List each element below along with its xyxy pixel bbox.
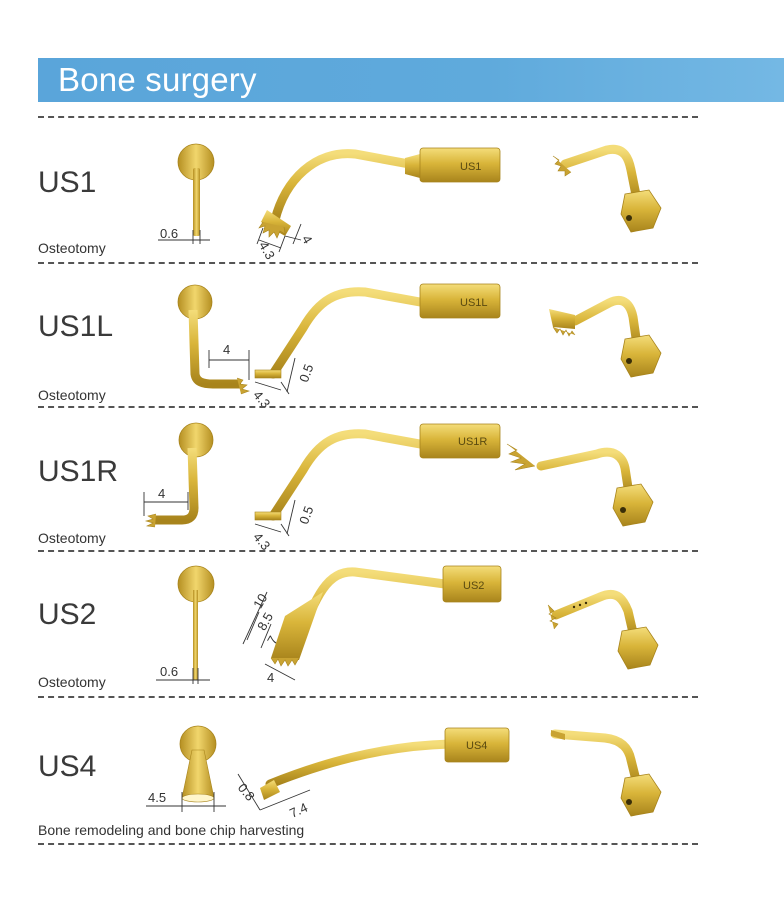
divider <box>38 262 698 264</box>
row-code-us4: US4 <box>38 750 97 783</box>
divider <box>38 406 698 408</box>
page-title: Bone surgery <box>58 61 257 98</box>
dimension-label: 4 <box>223 342 230 357</box>
tip-perspective-view-us4 <box>550 729 662 817</box>
dimension-label: 4 <box>267 670 274 685</box>
tip-front-view-us1r: 4 <box>143 422 214 528</box>
tip-perspective-view-us1 <box>552 144 662 233</box>
row-description-us2: Osteotomy <box>38 674 106 690</box>
tip-side-view-us2: US2 10 8.5 7 4 <box>242 565 502 685</box>
tip-perspective-view-us1r <box>506 443 654 527</box>
divider <box>38 696 698 698</box>
tip-perspective-view-us2 <box>547 589 659 670</box>
engraving-label: US2 <box>463 580 484 592</box>
row-code-us2: US2 <box>38 598 97 631</box>
tip-side-view-us1l: US1L 4.3 0.5 <box>250 283 501 411</box>
dimension-label: 7.4 <box>287 800 310 821</box>
row-code-us1: US1 <box>38 166 97 199</box>
dimension-label: 10 <box>250 591 270 611</box>
dimension-label: 0.6 <box>160 226 178 241</box>
dimension-label: 0.6 <box>160 664 178 679</box>
row-description-us1: Osteotomy <box>38 240 106 256</box>
divider <box>38 550 698 552</box>
divider <box>38 116 698 118</box>
tip-front-view-us4: 4.5 <box>146 725 226 812</box>
engraving-label: US1 <box>460 161 481 173</box>
engraving-label: US1L <box>460 297 488 309</box>
engraving-label: US1R <box>458 436 487 448</box>
row-description-us4: Bone remodeling and bone chip harvesting <box>38 822 305 838</box>
tip-front-view-us1: 0.6 <box>158 143 215 244</box>
dimension-label: 4.5 <box>148 790 166 805</box>
tip-front-view-us2: 0.6 <box>156 565 215 684</box>
tip-side-view-us4: US4 0.8 7.4 <box>235 727 510 821</box>
tip-perspective-view-us1l <box>549 295 662 378</box>
dimension-label: 4.3 <box>256 239 278 262</box>
title-banner <box>38 58 784 102</box>
dimension-label: 0.5 <box>296 362 316 384</box>
dimension-label: 4 <box>158 486 165 501</box>
dimension-label: 4 <box>299 233 316 247</box>
tip-front-view-us1l: 4 <box>177 284 250 395</box>
engraving-label: US4 <box>466 740 487 752</box>
dimension-label: 0.5 <box>296 504 316 526</box>
tip-side-view-us1r: US1R 4.3 0.5 <box>250 423 501 553</box>
row-description-us1r: Osteotomy <box>38 530 106 546</box>
dimension-label: 7 <box>264 633 281 647</box>
row-code-us1l: US1L <box>38 310 114 343</box>
row-code-us1r: US1R <box>38 455 119 488</box>
row-description-us1l: Osteotomy <box>38 387 106 403</box>
tip-side-view-us1: US1 4.3 4 <box>256 147 501 262</box>
divider <box>38 843 698 845</box>
